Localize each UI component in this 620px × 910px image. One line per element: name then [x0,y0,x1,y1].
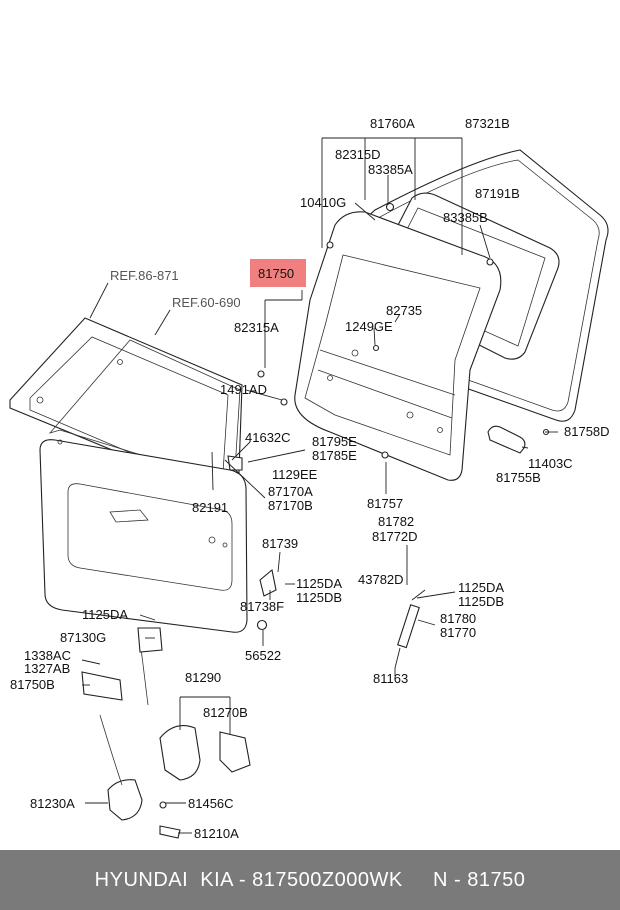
callout-81270B[interactable]: 81270B [203,705,248,720]
callout-83385A[interactable]: 83385A [368,162,413,177]
callout-ref-86-871[interactable]: REF.86-871 [110,268,179,283]
callout-87130G[interactable]: 87130G [60,630,106,645]
callout-81750B[interactable]: 81750B [10,677,55,692]
callout-81760A[interactable]: 81760A [370,116,415,131]
callout-81210A[interactable]: 81210A [194,826,239,841]
callout-11403C[interactable]: 11403C [528,456,573,471]
latch-assembly-drawing [81,619,268,839]
callout-1491AD[interactable]: 1491AD [220,382,267,397]
callout-81750-highlighted[interactable]: 81750 [258,266,294,281]
callout-1125DA-left[interactable]: 1125DA [82,607,128,622]
callout-83385B[interactable]: 83385B [443,210,488,225]
leader-lines [81,137,558,834]
tailgate-outer-panel-drawing [39,439,248,633]
callout-41632C[interactable]: 41632C [245,430,291,445]
callout-81795E[interactable]: 81795E [312,434,357,449]
gas-strut-drawing [394,589,426,669]
callout-81782[interactable]: 81782 [378,514,414,529]
callout-1125DA-mid[interactable]: 1125DA [296,576,342,591]
callout-1327AB[interactable]: 1327AB [24,661,70,676]
callout-10410G[interactable]: 10410G [300,195,346,210]
callout-81758D[interactable]: 81758D [564,424,610,439]
callout-1125DB-mid[interactable]: 1125DB [296,590,342,605]
callout-1129EE[interactable]: 1129EE [272,467,318,482]
callout-1338AC[interactable]: 1338AC [24,648,71,663]
callout-81772D[interactable]: 81772D [372,529,418,544]
callout-ref-60-690[interactable]: REF.60-690 [172,295,241,310]
callout-87321B[interactable]: 87321B [465,116,510,131]
callout-87170B[interactable]: 87170B [268,498,313,513]
callout-1125DB-right[interactable]: 1125DB [458,594,504,609]
callout-82315A[interactable]: 82315A [234,320,279,335]
callout-81739[interactable]: 81739 [262,536,298,551]
pull-handle-drawing [487,425,526,454]
tailgate-trim-drawing [294,211,502,481]
callout-87170A[interactable]: 87170A [268,484,313,499]
highlight-box-81750 [250,259,306,287]
callout-81290[interactable]: 81290 [185,670,221,685]
callout-81163[interactable]: 81163 [373,671,408,686]
callout-1125DA-right[interactable]: 1125DA [458,580,504,595]
callout-81738F[interactable]: 81738F [240,599,284,614]
callout-81230A[interactable]: 81230A [30,796,75,811]
callout-82315D[interactable]: 82315D [335,147,381,162]
callout-82191[interactable]: 82191 [192,500,228,515]
footer-part-text: HYUNDAI KIA - 817500Z000WK N - 81750 [94,868,526,891]
callout-1249GE[interactable]: 1249GE [345,319,393,334]
callout-82735[interactable]: 82735 [386,303,422,318]
callout-81770[interactable]: 81770 [440,625,476,640]
callout-81785E[interactable]: 81785E [312,448,357,463]
parts-diagram: 81750 REF.86-871 REF.60-690 81760A 87321… [9,116,610,841]
callout-81755B[interactable]: 81755B [496,470,541,485]
callout-81780[interactable]: 81780 [440,611,476,626]
callout-43782D[interactable]: 43782D [358,572,404,587]
callout-56522[interactable]: 56522 [245,648,281,663]
callout-87191B[interactable]: 87191B [475,186,520,201]
callout-81456C[interactable]: 81456C [188,796,234,811]
part-number-footer: HYUNDAI KIA - 817500Z000WK N - 81750 [0,850,620,910]
callout-81757[interactable]: 81757 [367,496,403,511]
